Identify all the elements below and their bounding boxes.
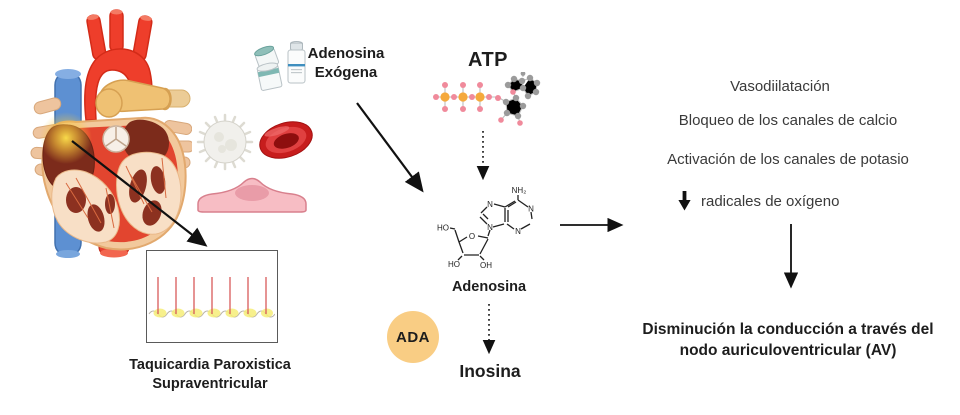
ada-badge-text: ADA — [396, 328, 430, 346]
atp-label: ATP — [467, 49, 508, 71]
exogenous-adenosine-label: Adenosina Exógena — [300, 44, 392, 82]
medication-vials-icon — [254, 41, 306, 91]
ecg-trace-box — [146, 250, 278, 343]
ho5-label: HO — [437, 224, 449, 233]
effect-potassium-activation: Activación de los canales de potasio — [667, 151, 909, 168]
vial-upright — [287, 41, 306, 84]
decrease-arrow-icon — [678, 191, 691, 211]
ecg-caption-line1: Taquicardia Paroxistica — [129, 357, 291, 373]
n9-label: N — [487, 223, 493, 232]
endothelial-cell — [197, 177, 307, 213]
n1-label: N — [528, 205, 534, 214]
outcome-line2: nodo auriculoventricular (AV) — [679, 342, 897, 359]
atp-molecule — [433, 72, 541, 126]
ecg-caption: Taquicardia Paroxistica Supraventricular — [118, 356, 302, 394]
outcome-line1: Disminución la conducción a través del — [642, 321, 934, 338]
oh2-label: OH — [480, 261, 492, 270]
pulmonary-trunk — [95, 79, 172, 118]
outcome-text: Disminución la conducción a través del n… — [640, 319, 936, 361]
nh2-label: NH₂ — [512, 186, 527, 195]
heart-illustration — [30, 9, 192, 258]
ecg-trace — [148, 277, 276, 318]
effect-calcium-block: Bloqueo de los canales de calcio — [678, 112, 898, 129]
red-blood-cell — [259, 121, 313, 159]
arrow-exogenous-to-adenosine — [356, 102, 424, 193]
ho3-label: HO — [448, 260, 460, 269]
exogenous-label-line1: Adenosina — [307, 45, 385, 62]
ecg-caption-line2: Supraventricular — [152, 376, 268, 392]
white-blood-cell — [196, 113, 254, 171]
n3-label: N — [515, 227, 521, 236]
adenosine-structure: NH₂ N N N N O HO HO OH — [437, 186, 534, 270]
vial-front — [256, 62, 283, 91]
effect-oxygen-radicals-text: radicales de oxígeno — [701, 192, 840, 210]
sa-node-glow — [40, 112, 92, 164]
inosina-label: Inosina — [459, 361, 521, 381]
n7-label: N — [487, 200, 493, 209]
adenosina-label: Adenosina — [451, 279, 527, 295]
exogenous-label-line2: Exógena — [314, 64, 378, 81]
ribose-o-label: O — [469, 232, 475, 241]
effect-vasodilation: Vasodiilatación — [730, 78, 830, 95]
aortic-valve — [102, 125, 130, 153]
effect-oxygen-radicals: radicales de oxígeno — [678, 191, 839, 211]
vessel-stub — [33, 97, 62, 115]
ada-enzyme-badge: ADA — [387, 311, 439, 363]
